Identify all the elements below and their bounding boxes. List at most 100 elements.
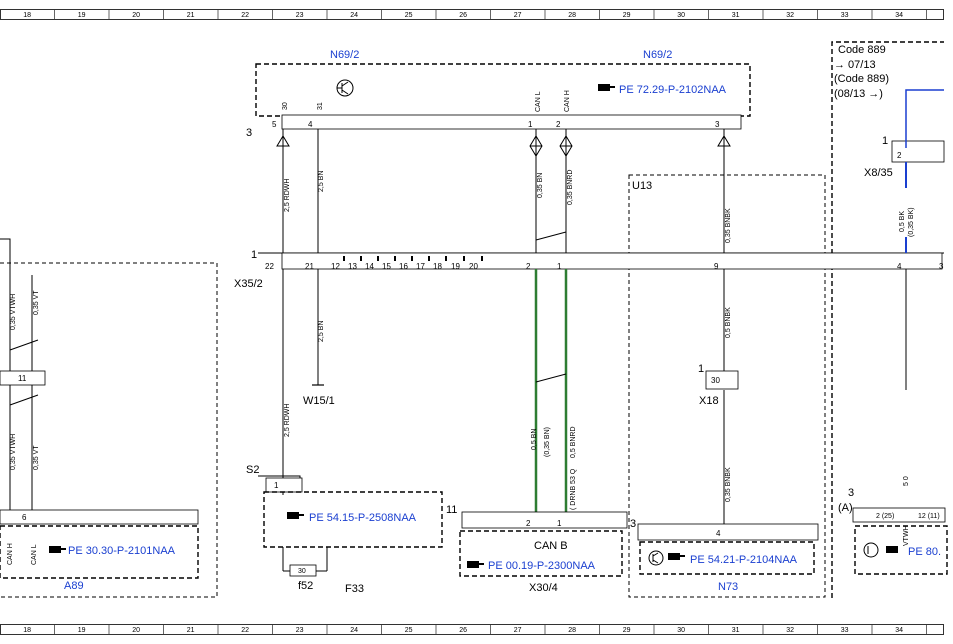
grid-number: 21 — [187, 12, 195, 19]
grid-number: 27 — [514, 627, 522, 634]
can-twist — [535, 373, 567, 383]
a89-bottom-strip — [0, 509, 199, 525]
wire-label-drnb: ( DRNB 53 Q — [570, 468, 577, 510]
grid-number: 34 — [895, 12, 903, 19]
right-pin-2: 2 (25) — [876, 513, 894, 520]
wire-label-bn-035: 0,35 BN — [537, 173, 544, 198]
x18-pin: 30 — [711, 376, 720, 385]
a89-pin-can-l: CAN L — [31, 544, 38, 565]
n73-reference-link[interactable]: PE 54.21-P-2104NAA — [690, 554, 798, 566]
connector-arrow-icon — [276, 135, 731, 157]
wire-label-bk-05: 0,5 BK — [899, 211, 906, 232]
wire-label-bnbk-bottom: 0,35 BNBK — [725, 467, 732, 502]
x8-35-side-number: 1 — [882, 135, 888, 147]
a89-box — [0, 262, 218, 598]
w15-1-label: W15/1 — [303, 395, 335, 407]
grid-number: 31 — [732, 627, 740, 634]
grid-number: 30 — [677, 12, 685, 19]
grid-number: 28 — [568, 627, 576, 634]
x35-pin-4: 4 — [897, 262, 902, 271]
wire-label-bnrd-035: 0,35 BNRD — [567, 170, 574, 205]
pin-label-30: 30 — [282, 102, 289, 110]
x35-pin-17: 17 — [416, 262, 425, 271]
x35-pin-15: 15 — [382, 262, 391, 271]
n73-module — [639, 541, 815, 575]
blue-wire-top — [905, 89, 944, 148]
n73-strip — [637, 523, 819, 541]
transistor-icon — [648, 550, 664, 566]
fuse-f52 — [289, 564, 317, 577]
x35-2-side-number: 1 — [251, 249, 257, 261]
u13-label: U13 — [632, 180, 652, 192]
wire-label-bnrd-05: 0,5 BNRD — [570, 426, 577, 458]
f52-label: f52 — [298, 580, 313, 592]
right-pin-12: 12 (11) — [918, 513, 940, 520]
x18-side-number: 1 — [698, 363, 704, 375]
x35-pin-22: 22 — [265, 262, 274, 271]
hand-pointer-icon — [287, 512, 304, 519]
grid-number: 24 — [350, 12, 358, 19]
x30-reference-link[interactable]: PE 00.19-P-2300NAA — [488, 560, 596, 572]
wire-label-bn-lower: 2,5 BN — [318, 321, 325, 342]
grid-number: 27 — [514, 12, 522, 19]
x30-4-strip — [461, 511, 628, 529]
x35-2-label: X35/2 — [234, 278, 263, 290]
n69-reference-link[interactable]: PE 72.29-P-2102NAA — [619, 84, 727, 96]
x18-connector — [705, 370, 739, 390]
hand-pointer-icon — [598, 84, 615, 91]
x30-pin-2: 2 — [526, 519, 531, 528]
x30-4-module — [459, 530, 623, 577]
grid-number: 33 — [841, 627, 849, 634]
pin-2: 2 — [556, 120, 561, 129]
grid-number: 31 — [732, 12, 740, 19]
grid-number: 19 — [78, 627, 86, 634]
x35-pin-12: 12 — [331, 262, 340, 271]
a89-pin-can-h: CAN H — [7, 543, 14, 565]
x35-pin-20: 20 — [469, 262, 478, 271]
wire-label-vt-a: 0,35 VT — [33, 290, 40, 315]
grid-number: 18 — [23, 627, 31, 634]
x35-pin-16: 16 — [399, 262, 408, 271]
code-note-1: Code 889 — [838, 44, 886, 56]
grid-number: 34 — [895, 627, 903, 634]
grid-number: 29 — [623, 12, 631, 19]
pin-1: 1 — [528, 120, 533, 129]
a89-wires — [0, 238, 39, 520]
x35-unused-pin-ticks — [343, 256, 483, 261]
a89-pin-6: 6 — [22, 513, 27, 522]
a89-reference-link[interactable]: PE 30.30-P-2101NAA — [68, 545, 176, 557]
x35-pin-9: 9 — [714, 262, 719, 271]
grid-number: 23 — [296, 627, 304, 634]
code-note-3: (Code 889) — [834, 73, 889, 85]
x35-2-strip — [281, 252, 943, 270]
s2-reference-link[interactable]: PE 54.15-P-2508NAA — [309, 512, 417, 524]
wires-upper — [282, 129, 725, 253]
x35-pin-19: 19 — [451, 262, 460, 271]
fuse-value: 30 — [298, 568, 306, 575]
grid-number: 28 — [568, 12, 576, 19]
x30-pin-1: 1 — [557, 519, 562, 528]
a89-module — [0, 525, 199, 579]
n73-pin-4: 4 — [716, 529, 721, 538]
n69-connector-strip — [281, 114, 742, 130]
x35-pin-3: 3 — [939, 262, 944, 271]
transistor-icon — [336, 79, 354, 97]
x18-label: X18 — [699, 395, 719, 407]
a89-pin-11: 11 — [18, 374, 27, 383]
wire-label-bnbk-05: 0,5 BNBK — [725, 307, 732, 338]
pin-label-can-h: CAN H — [564, 90, 571, 112]
pin-4: 4 — [308, 120, 313, 129]
hand-pointer-icon — [467, 561, 484, 568]
code-889-region — [831, 41, 944, 598]
right-reference-link[interactable]: PE 80. — [908, 546, 941, 558]
x35-pin-21: 21 — [305, 262, 314, 271]
code-note-2: → 07/13 — [834, 59, 876, 71]
x30-4-title: CAN B — [534, 540, 568, 552]
wire-label-bn-05: 0,5 BN — [531, 429, 538, 450]
grid-number: 25 — [405, 12, 413, 19]
grid-number: 24 — [350, 627, 358, 634]
x35-pin-1: 1 — [557, 262, 562, 271]
x8-35-connector — [891, 140, 945, 163]
